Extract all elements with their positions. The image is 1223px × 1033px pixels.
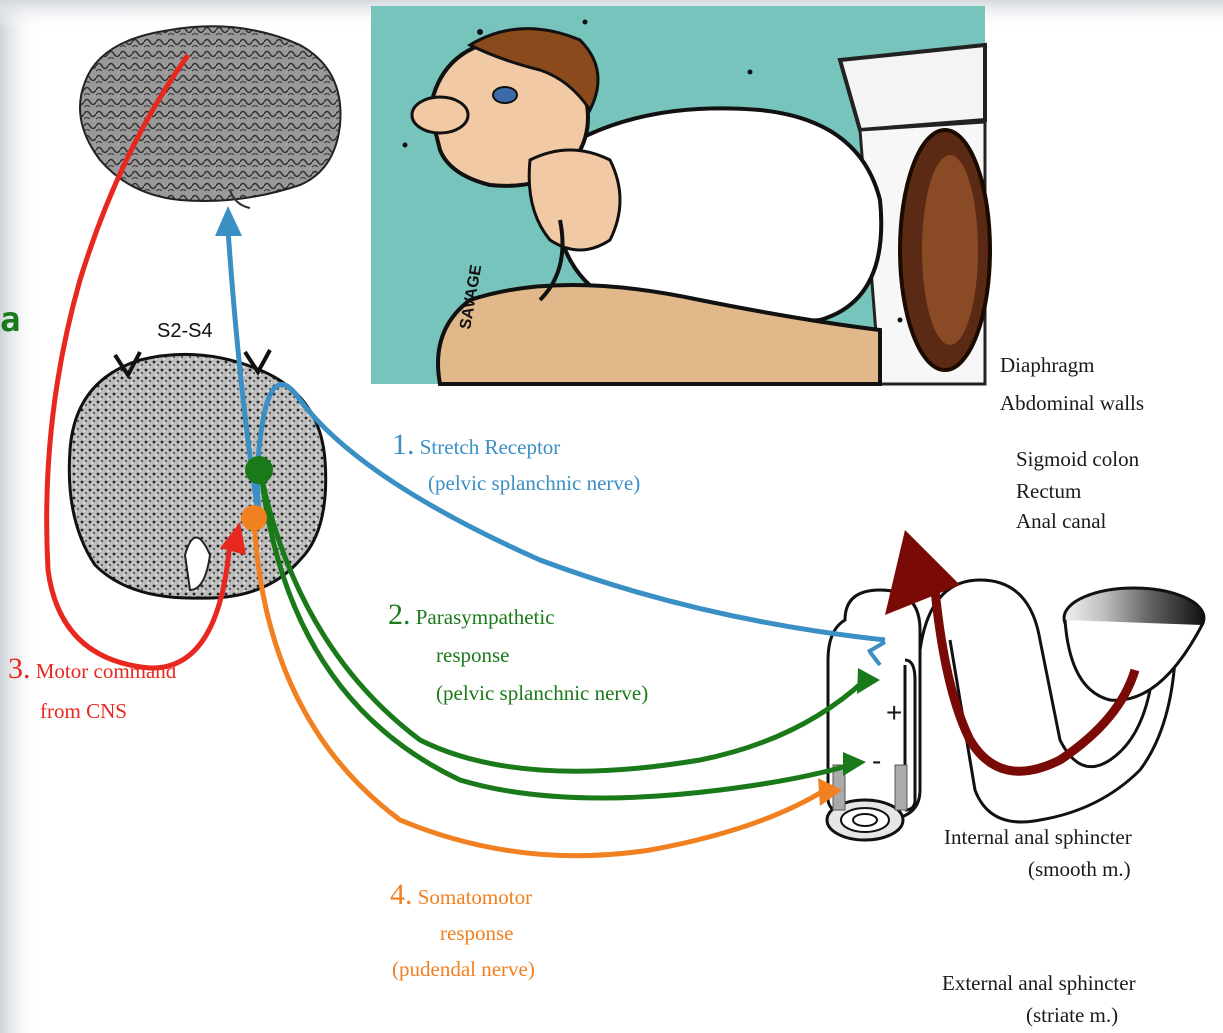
- sigmoid-colon-label: Sigmoid colon: [1016, 446, 1139, 472]
- diaphragm-label: Diaphragm: [1000, 352, 1094, 378]
- step-2-label: 2. Parasympathetic: [388, 602, 555, 630]
- step-4-label: 4. Somatomotor: [390, 882, 532, 910]
- internal-sphincter-type: (smooth m.): [1028, 856, 1131, 882]
- rectum-label: Rectum: [1016, 478, 1081, 504]
- step-1-number: 1.: [392, 428, 415, 461]
- step-4-number: 4.: [390, 878, 413, 911]
- internal-sphincter-label: Internal anal sphincter: [944, 824, 1132, 850]
- step-3-title: Motor command: [36, 659, 177, 683]
- colon-illustration: [827, 580, 1204, 840]
- step-4-response: response: [440, 920, 513, 946]
- step-4-nerve: (pudendal nerve): [392, 956, 535, 982]
- external-sphincter-label: External anal sphincter: [942, 970, 1136, 996]
- step-3-source: from CNS: [40, 698, 127, 724]
- step-1-label: 1. Stretch Receptor: [392, 432, 560, 460]
- abdominal-walls-label: Abdominal walls: [1000, 390, 1144, 416]
- step-1-nerve: (pelvic splanchnic nerve): [428, 470, 640, 496]
- step-4-title: Somatomotor: [418, 885, 532, 909]
- anal-canal-label: Anal canal: [1016, 508, 1106, 534]
- cartoon-panel: SAVAGE: [371, 6, 990, 384]
- step-2-nerve: (pelvic splanchnic nerve): [436, 680, 648, 706]
- external-sphincter-type: (striate m.): [1026, 1002, 1118, 1028]
- step-3-label: 3. Motor command: [8, 656, 176, 684]
- step-2-title: Parasympathetic: [416, 605, 555, 629]
- step-1-title: Stretch Receptor: [420, 435, 561, 459]
- step-2-number: 2.: [388, 598, 411, 631]
- plus-sign: +: [886, 700, 902, 726]
- spinal-segment-label: S2-S4: [157, 320, 213, 343]
- minus-sign: -: [872, 748, 881, 774]
- edge-text-fragment: a: [0, 300, 20, 340]
- step-3-number: 3.: [8, 652, 31, 685]
- step-2-response: response: [436, 642, 509, 668]
